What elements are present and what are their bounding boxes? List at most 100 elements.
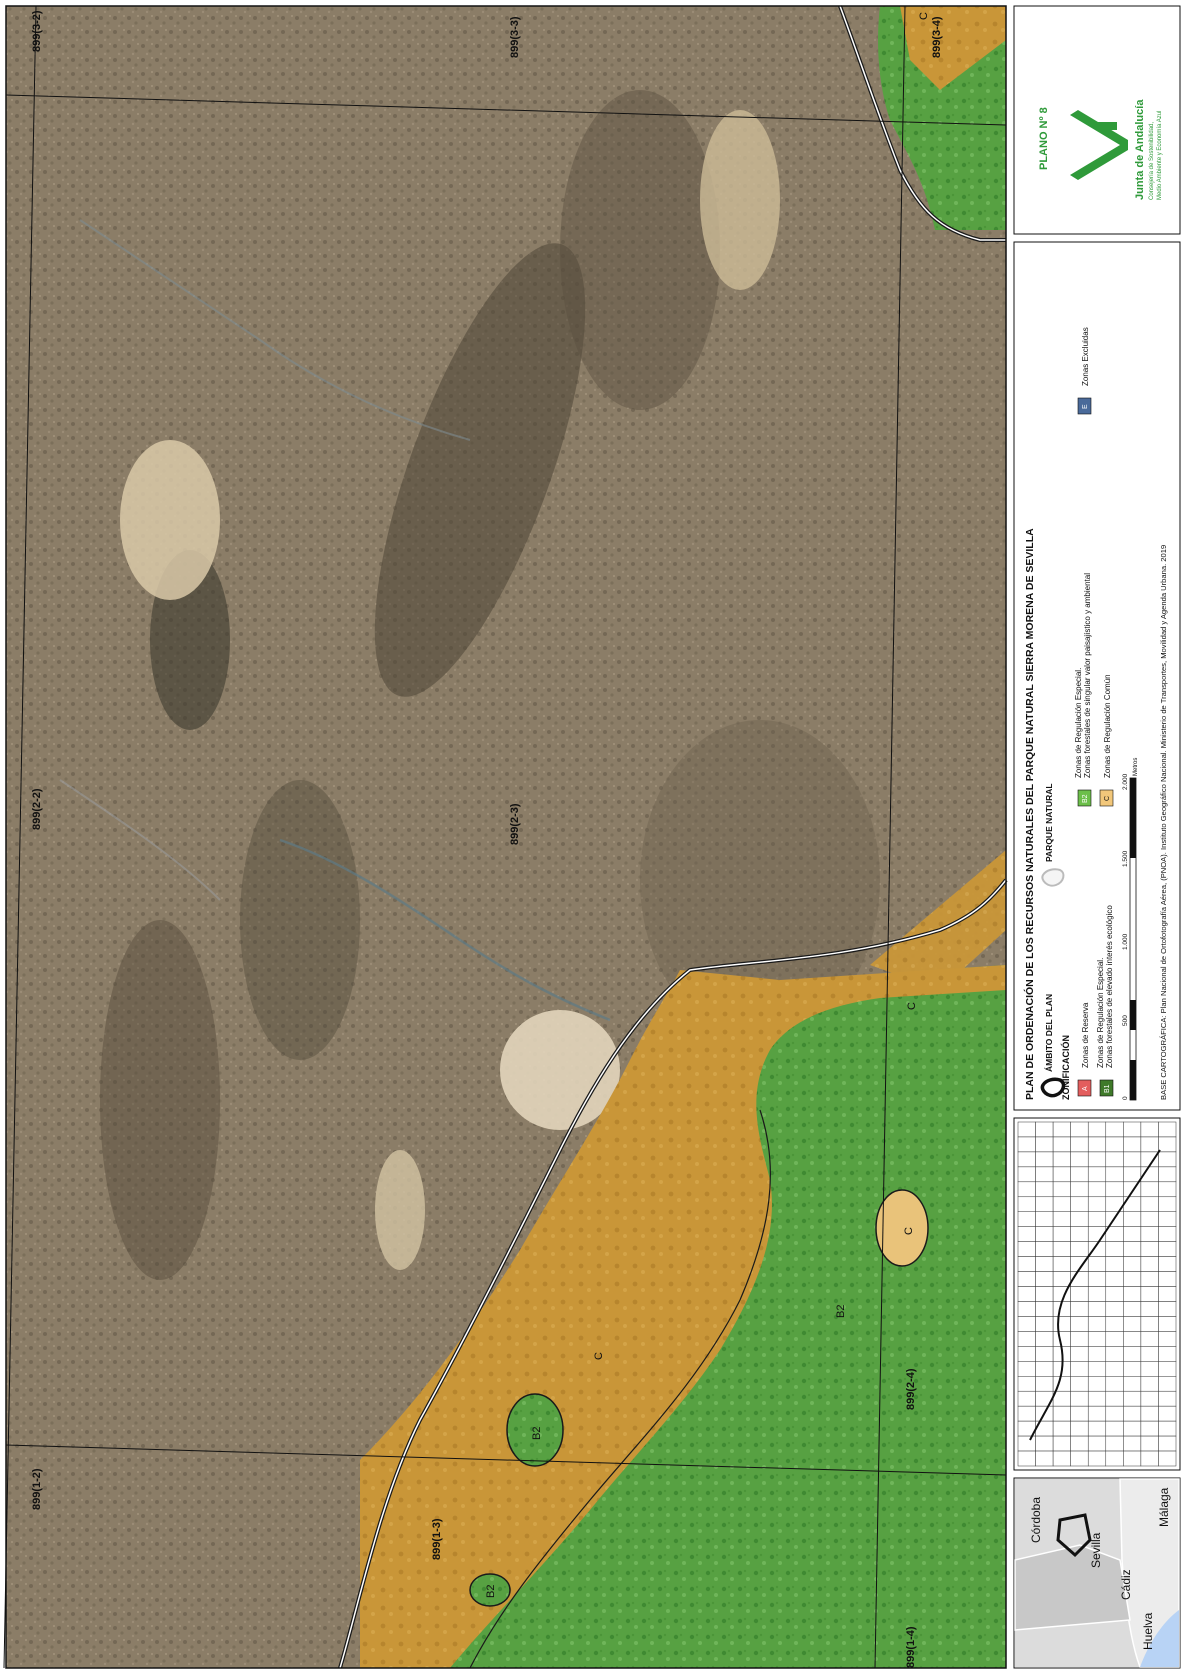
legend-swatch-a [1077, 1079, 1092, 1097]
index-grid-cell [1035, 1361, 1054, 1377]
zone-c-area [360, 965, 1006, 1668]
index-grid-cell [1087, 1316, 1107, 1332]
index-grid-cell [1052, 1405, 1071, 1422]
index-grid-cell [1087, 1331, 1107, 1347]
index-grid-cell [1052, 1241, 1071, 1257]
scale-tick-1500: 1.500 [1122, 850, 1129, 867]
index-grid-cell [1035, 1346, 1054, 1362]
index-grid-cell [1017, 1241, 1036, 1257]
zone-label-b2: B2 [835, 1305, 847, 1318]
index-grid-cell [1158, 1405, 1177, 1422]
index-grid-cell [1105, 1301, 1124, 1317]
index-grid-cell [1123, 1241, 1142, 1257]
index-grid-cell [1070, 1211, 1089, 1227]
legend-zone-b2-line2: Zonas forestales de singular valor paisa… [1083, 573, 1092, 778]
index-grid-cell [1017, 1450, 1036, 1467]
index-grid-cell [1105, 1241, 1124, 1257]
legend-panel: PLAN DE ORDENACIÓN DE LOS RECURSOS NATUR… [1013, 241, 1181, 1111]
index-grid-cell [1140, 1241, 1159, 1257]
index-grid-cell [1070, 1301, 1089, 1317]
index-grid-cell [1140, 1271, 1159, 1287]
index-grid-cell [1140, 1361, 1159, 1377]
index-park-outline [1029, 1149, 1161, 1441]
zone-label-c: C [903, 1227, 915, 1235]
index-grid-cell [1052, 1226, 1071, 1242]
legend-zone-c-label: Zonas de Regulación Común [1103, 674, 1112, 778]
index-grid-cell [1087, 1450, 1107, 1467]
locator-label-cordoba: Córdoba [1029, 1497, 1043, 1543]
index-grid-cell [1070, 1346, 1089, 1362]
index-grid-cell [1052, 1271, 1071, 1287]
scale-tick-0: 0 [1122, 1096, 1129, 1100]
index-grid-cell [1158, 1286, 1177, 1302]
index-grid-cell [1052, 1316, 1071, 1332]
index-grid-cell [1052, 1390, 1071, 1407]
index-grid-cell [1123, 1301, 1142, 1317]
index-grid-cell [1087, 1301, 1107, 1317]
base-cartografica: BASE CARTOGRÁFICA: Plan Nacional de Orto… [1159, 545, 1168, 1100]
index-grid-cell [1035, 1331, 1054, 1347]
index-grid-cell [1158, 1121, 1177, 1138]
index-grid-cell [1140, 1136, 1159, 1153]
index-grid-cell [1123, 1376, 1142, 1392]
index-grid-cell [1123, 1196, 1142, 1212]
index-grid-cell [1105, 1450, 1124, 1467]
index-grid-cell [1070, 1241, 1089, 1257]
index-grid-cell [1035, 1226, 1054, 1242]
locator-label-huelva: Huelva [1141, 1612, 1155, 1650]
index-grid-cell [1087, 1166, 1107, 1183]
legend-zone-b1-line1: Zonas de Regulación Especial. [1096, 958, 1105, 1068]
legend-code-b1: B1 [1104, 1084, 1111, 1093]
index-grid-cell [1087, 1196, 1107, 1212]
index-grid-cell [1105, 1151, 1124, 1168]
index-grid-cell [1070, 1361, 1089, 1377]
index-grid-cell [1140, 1121, 1159, 1138]
scale-bar: 0 500 1.000 1.500 2.000 Metros [1122, 758, 1139, 1101]
index-grid-cell [1158, 1420, 1177, 1437]
index-grid-cell [1123, 1121, 1142, 1138]
plano-box: PLANO Nº 8 Junta de Andalucía Consejería… [1013, 5, 1181, 235]
index-grid-cell [1123, 1151, 1142, 1168]
index-grid-cell [1105, 1405, 1124, 1422]
index-grid-cell [1123, 1450, 1142, 1467]
sheet-label-899-1-2: 899(1-2) [31, 1468, 43, 1510]
index-grid-cell [1087, 1121, 1107, 1138]
index-grid-cell [1017, 1376, 1036, 1392]
index-grid-cell [1070, 1226, 1089, 1242]
junta-logo-icon [1070, 110, 1128, 180]
index-grid-cell [1035, 1435, 1054, 1452]
index-grid-cell [1087, 1181, 1107, 1198]
index-grid-cell [1087, 1286, 1107, 1302]
index-grid-cell [1105, 1420, 1124, 1437]
index-grid-cell [1035, 1271, 1054, 1287]
index-grid-cell [1035, 1301, 1054, 1317]
scale-tick-2000: 2.000 [1122, 773, 1129, 790]
index-grid-cell [1105, 1271, 1124, 1287]
index-grid-cell [1017, 1361, 1036, 1377]
index-grid-cell [1140, 1331, 1159, 1347]
legend-code-e: E [1082, 404, 1089, 409]
index-grid-cell [1087, 1271, 1107, 1287]
index-grid-cell [1052, 1136, 1071, 1153]
index-grid-cell [1158, 1211, 1177, 1227]
index-grid-cell [1158, 1136, 1177, 1153]
index-grid-cell [1017, 1301, 1036, 1317]
scale-tick-500: 500 [1122, 1015, 1129, 1026]
sheet-label-899-3-4: 899(3-4) [931, 16, 943, 58]
index-grid-cell [1052, 1420, 1071, 1437]
index-grid-cell [1158, 1301, 1177, 1317]
legend-zone-a-label: Zonas de Reserva [1081, 1002, 1090, 1068]
grid-line [5, 94, 1007, 126]
index-grid-cell [1123, 1361, 1142, 1377]
index-grid-cell [1158, 1226, 1177, 1242]
index-grid-cell [1123, 1271, 1142, 1287]
index-grid-cell [1017, 1435, 1036, 1452]
index-grid-cell [1123, 1211, 1142, 1227]
ambito-label: ÁMBITO DEL PLAN [1044, 994, 1054, 1072]
zone-label-b2: B2 [485, 1585, 497, 1598]
index-grid-cell [1087, 1361, 1107, 1377]
index-grid-cell [1070, 1196, 1089, 1212]
index-grid-cell [1105, 1256, 1124, 1272]
parque-label: PARQUE NATURAL [1044, 783, 1054, 862]
index-grid-cell [1035, 1211, 1054, 1227]
